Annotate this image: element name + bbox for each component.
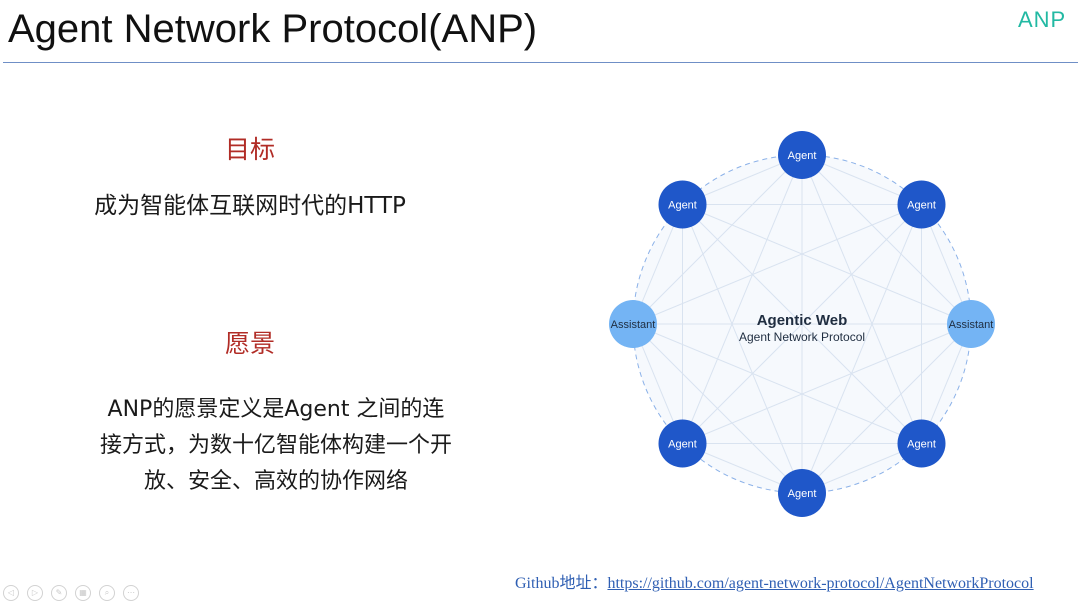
more-options-icon[interactable]: ⋯ [123,585,139,601]
node-label: Agent [788,488,817,500]
mesh-line [682,154,803,444]
node-label: Agent [668,439,697,451]
mesh-line [682,204,803,494]
node-circle [778,469,826,517]
node-circle [658,180,707,229]
github-label: Github地址： [515,575,608,592]
mesh-line [682,323,972,444]
vision-line: 接方式，为数十亿智能体构建一个开 [99,433,452,458]
github-link[interactable]: https://github.com/agent-network-protoco… [607,575,1034,592]
header-divider [3,62,1078,63]
mesh-line [682,204,972,325]
goal-text: 成为智能体互联网时代的HTTP [94,193,406,219]
mesh-line [632,204,922,325]
network-nodes: AgentAgentAssistantAgentAgentAgentAssist… [609,131,995,517]
slides-grid-icon[interactable]: ▦ [75,585,91,601]
mesh-line [801,154,922,444]
agent-node: Agent [778,131,826,179]
anp-logo-text: ANP [1018,7,1067,32]
goal-heading: 目标 [224,135,275,164]
previous-slide-icon[interactable]: ◁ [3,585,19,601]
mesh-line [801,204,922,494]
agent-node: Agent [897,419,946,468]
agent-node: Agent [658,419,707,468]
node-label: Agent [668,199,697,211]
mesh-line [682,204,922,444]
vision-line: ANP的愿景定义是Agent 之间的连 [107,397,445,422]
node-label: Agent [907,439,936,451]
anp-logo: ANP [1018,7,1078,32]
pen-icon[interactable]: ✎ [51,585,67,601]
node-label: Agent [788,150,817,162]
assistant-node: Assistant [947,300,995,348]
vision-line: 放、安全、高效的协作网络 [143,469,408,494]
node-label: Agent [907,199,936,211]
assistant-node: Assistant [609,300,657,348]
diagram-center-title: Agentic Web [757,312,848,329]
node-label: Assistant [949,319,994,331]
vision-text: ANP的愿景定义是Agent 之间的连 接方式，为数十亿智能体构建一个开 放、安… [76,392,476,500]
node-circle [897,180,946,229]
node-circle [947,300,995,348]
agent-node: Agent [658,180,707,229]
slide-toolbar: ◁ ▷ ✎ ▦ ⌕ ⋯ [3,585,139,601]
zoom-icon[interactable]: ⌕ [99,585,115,601]
node-circle [897,419,946,468]
mesh-line [632,323,922,444]
node-label: Assistant [611,319,656,331]
mesh-line [632,323,803,494]
agentic-web-diagram: Agentic Web Agent Network Protocol Agent… [609,131,995,517]
node-circle [778,131,826,179]
page-title: Agent Network Protocol(ANP) [8,7,538,51]
vision-heading: 愿景 [224,329,275,358]
agent-node: Agent [778,469,826,517]
github-footer: Github地址：https://github.com/agent-networ… [515,574,1034,594]
agent-node: Agent [897,180,946,229]
next-slide-icon[interactable]: ▷ [27,585,43,601]
node-circle [609,300,657,348]
network-mesh [632,154,972,494]
node-circle [658,419,707,468]
diagram-center-subtitle: Agent Network Protocol [739,330,865,344]
